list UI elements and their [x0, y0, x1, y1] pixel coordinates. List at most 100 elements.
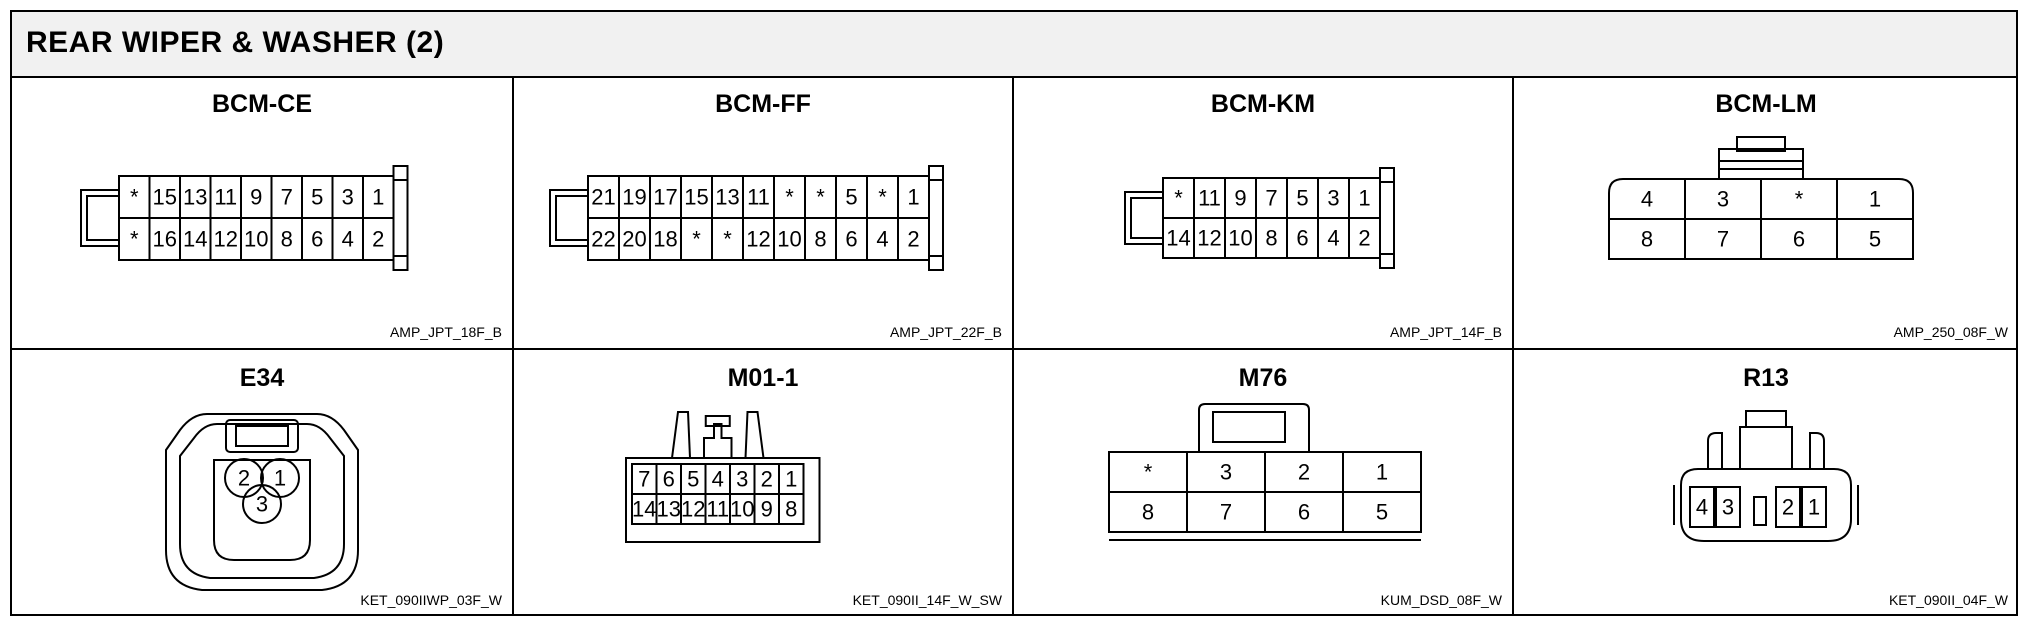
latch [703, 423, 733, 458]
pin-label: 1 [372, 185, 384, 210]
latch [1124, 191, 1163, 245]
pin-label: 14 [1166, 226, 1190, 251]
latch [1130, 197, 1163, 239]
empty-pin-label: * [785, 185, 794, 210]
empty-pin-label: * [1144, 460, 1153, 485]
pin-label: 6 [1298, 500, 1310, 525]
connector-body [1608, 178, 1914, 260]
pin-label: 2 [761, 467, 773, 492]
pin-label: 12 [1197, 226, 1221, 251]
latch [549, 189, 588, 247]
connector-code: AMP_JPT_22F_B [889, 324, 1002, 340]
pin-cavity [1801, 486, 1827, 528]
connector-body [625, 457, 821, 543]
connector-name: M76 [1238, 364, 1288, 392]
connector-code: AMP_JPT_18F_B [389, 324, 502, 340]
pin-label: 3 [736, 467, 748, 492]
pin-label: 4 [342, 227, 354, 252]
pin-label: 2 [238, 466, 250, 491]
pin-label: 9 [761, 497, 773, 522]
pin-label: 2 [907, 227, 919, 252]
empty-pin-label: * [1174, 186, 1183, 211]
pin-label: 3 [1722, 495, 1734, 520]
pin-label: 12 [681, 497, 705, 522]
pin-label: 5 [687, 467, 699, 492]
empty-pin-label: * [1795, 187, 1804, 212]
latch [1736, 136, 1786, 152]
pin-label: 14 [183, 227, 207, 252]
pin-label: 15 [684, 185, 708, 210]
pin-label: 13 [715, 185, 739, 210]
empty-pin-label: * [130, 227, 139, 252]
pin-label: 18 [653, 227, 677, 252]
connector-body [179, 423, 345, 579]
pin-label: 20 [622, 227, 646, 252]
end-cap [1379, 167, 1395, 269]
pin-label: 13 [657, 497, 681, 522]
pin-cavity [1775, 486, 1801, 528]
title-bar: REAR WIPER & WASHER (2) [12, 12, 2016, 78]
connector-name: E34 [239, 364, 285, 392]
empty-pin-label: * [723, 227, 732, 252]
pin-cavity [1689, 486, 1715, 528]
pin-label: 5 [845, 185, 857, 210]
latch [1739, 426, 1793, 469]
connector-name: BCM-FF [715, 90, 811, 118]
pin-label: 19 [622, 185, 646, 210]
pin-label: 8 [1265, 226, 1277, 251]
pin-label: 11 [214, 185, 237, 210]
pin-label: 9 [1234, 186, 1246, 211]
pin-label: 7 [281, 185, 293, 210]
pin-cavity [1715, 486, 1741, 528]
pin-label: 7 [1265, 186, 1277, 211]
latch [1212, 411, 1286, 443]
latch [671, 411, 691, 459]
empty-pin-label: * [692, 227, 701, 252]
pin-label: 11 [1198, 186, 1221, 211]
pin-label: 1 [1358, 186, 1370, 211]
page-title: REAR WIPER & WASHER (2) [26, 26, 445, 59]
pin-label: 5 [1296, 186, 1308, 211]
pin-label: 12 [746, 227, 770, 252]
connector-name: BCM-LM [1715, 90, 1817, 118]
latch [235, 425, 289, 447]
latch [86, 195, 119, 241]
pin-label: 8 [785, 497, 797, 522]
pin-label: 2 [372, 227, 384, 252]
pin-label: 11 [747, 185, 770, 210]
pin-cavity [778, 493, 805, 525]
pin-label: 2 [1358, 226, 1370, 251]
connector-code: KUM_DSD_08F_W [1380, 592, 1502, 608]
latch [1707, 432, 1723, 469]
pin-label: 3 [1220, 460, 1232, 485]
grid-divider [1512, 76, 1514, 614]
connector-code: KET_090II_14F_W_SW [852, 592, 1002, 608]
empty-pin-label: * [816, 185, 825, 210]
pin-label: 8 [1641, 227, 1653, 252]
empty-pin-label: * [130, 185, 139, 210]
pin-label: 4 [1696, 495, 1708, 520]
pin-label: 10 [730, 497, 754, 522]
pin-cavity [242, 484, 282, 524]
pin-label: 14 [632, 497, 656, 522]
pin-label: 8 [814, 227, 826, 252]
pin-label: 6 [311, 227, 323, 252]
empty-pin-label: * [878, 185, 887, 210]
latch [1745, 410, 1787, 428]
pin-label: 8 [281, 227, 293, 252]
latch [704, 415, 731, 427]
pin-label: 9 [250, 185, 262, 210]
pin-label: 4 [1641, 187, 1653, 212]
pin-label: 6 [1296, 226, 1308, 251]
pin-label: 22 [591, 227, 615, 252]
pin-label: 15 [153, 185, 177, 210]
pin-label: 1 [785, 467, 797, 492]
